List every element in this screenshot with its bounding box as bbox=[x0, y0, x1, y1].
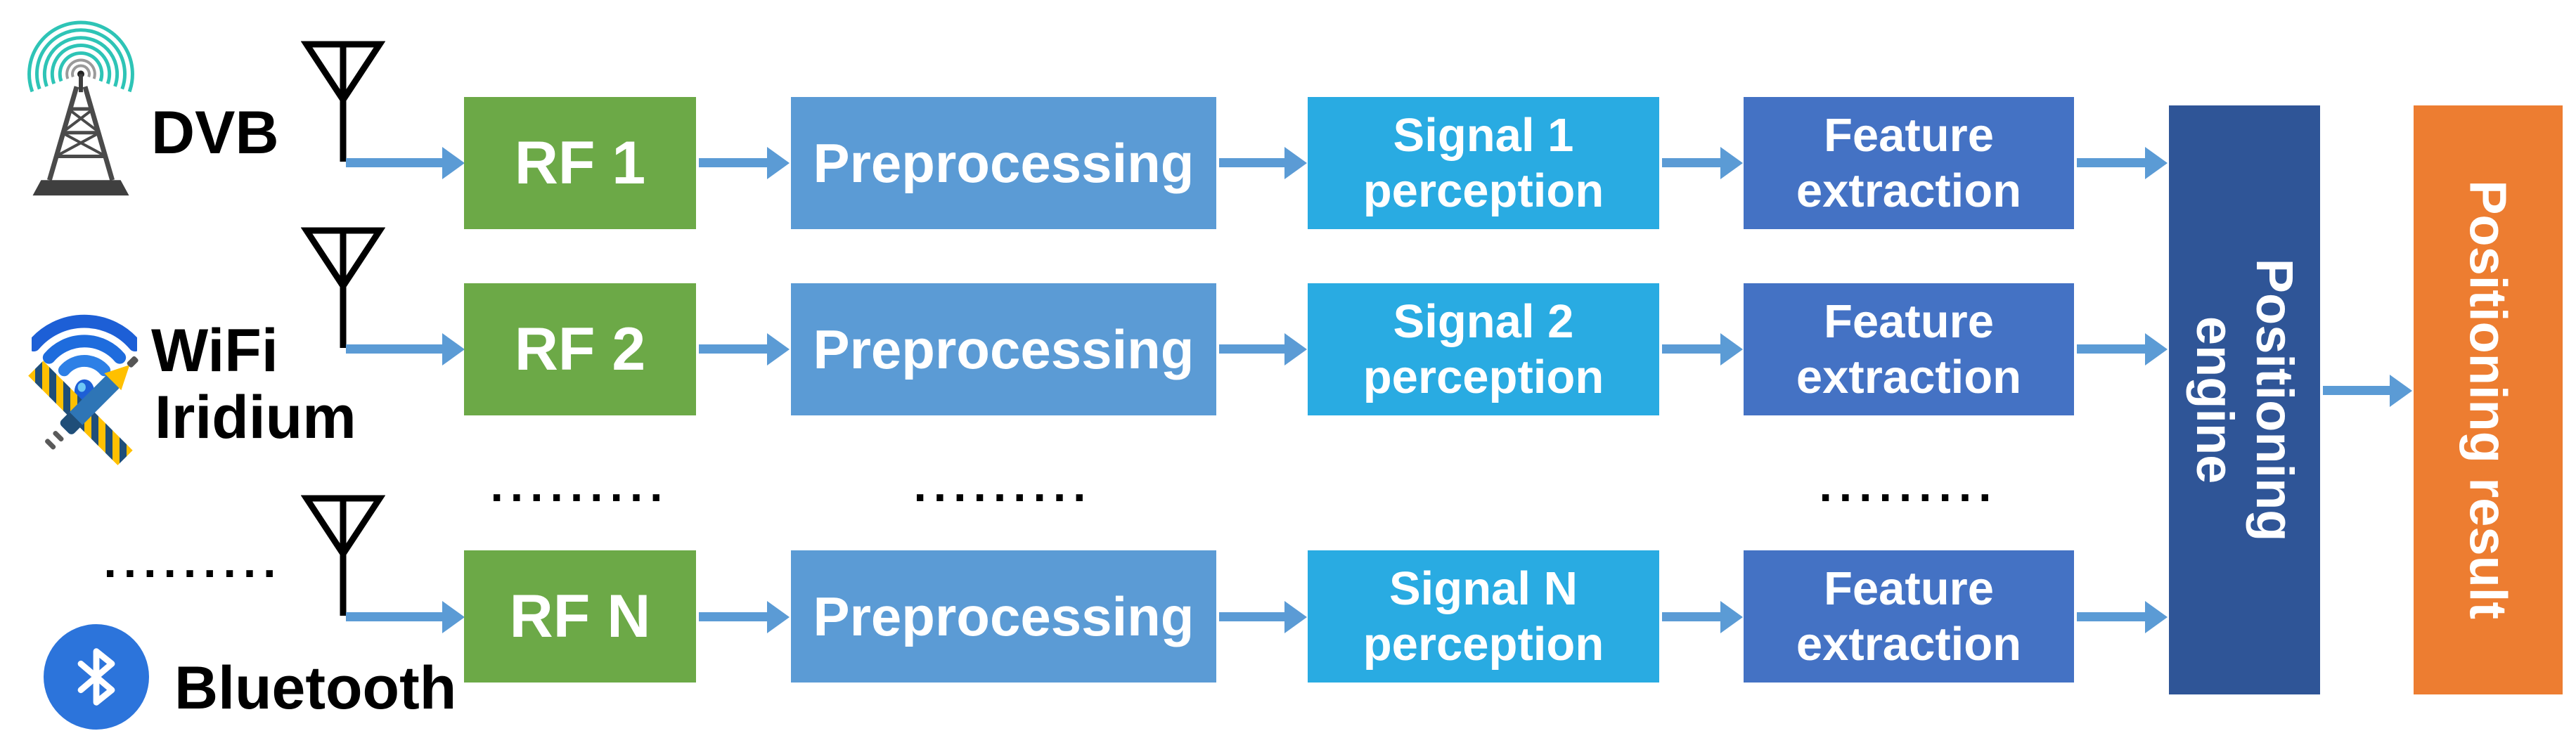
signal-perception-1-line1: Signal 1 bbox=[1393, 108, 1574, 162]
antenna-icon-3 bbox=[301, 495, 385, 616]
antenna-icon-2 bbox=[301, 227, 385, 348]
signal-perception-1-line2: perception bbox=[1363, 164, 1604, 217]
arrow-feature-to-engine-2 bbox=[2077, 344, 2146, 354]
preprocessing-box-3-label: Preprocessing bbox=[813, 585, 1194, 647]
signal-perception-3-line1: Signal N bbox=[1389, 562, 1578, 615]
positioning-engine-box: Positioning engine bbox=[2169, 105, 2320, 694]
arrow-antenna-to-rf-1 bbox=[346, 158, 443, 167]
wifi-label: WiFi bbox=[151, 317, 278, 384]
signal-perception-box-3: Signal N perception bbox=[1308, 550, 1659, 683]
satellite-exhaust bbox=[52, 429, 65, 443]
arrow-preprocessing-to-perception-1 bbox=[1219, 158, 1285, 167]
positioning-result-box: Positioning result bbox=[2414, 105, 2563, 694]
arrow-preprocessing-to-perception-2 bbox=[1219, 344, 1285, 354]
broadcast-tower-icon bbox=[27, 20, 134, 196]
iridium-label: Iridium bbox=[155, 384, 356, 451]
bluetooth-icon bbox=[44, 624, 149, 730]
signal-perception-box-2: Signal 2 perception bbox=[1308, 283, 1659, 415]
positioning-engine-line1: Positioning bbox=[2245, 258, 2304, 542]
feature-extraction-3-line1: Feature bbox=[1823, 562, 1995, 615]
feature-extraction-box-3-label: Feature extraction bbox=[1796, 561, 2021, 672]
rf-box-2: RF 2 bbox=[464, 283, 696, 415]
positioning-result-label: Positioning result bbox=[2459, 180, 2518, 620]
rf-box-1: RF 1 bbox=[464, 97, 696, 229]
positioning-engine-line2: engine bbox=[2185, 316, 2244, 484]
preprocessing-box-1: Preprocessing bbox=[791, 97, 1216, 229]
feature-extraction-box-3: Feature extraction bbox=[1744, 550, 2074, 683]
rf-box-3: RF N bbox=[464, 550, 696, 683]
ellipsis-feature-column: ......... bbox=[1819, 459, 1999, 511]
sources-ellipsis: ......... bbox=[103, 535, 283, 587]
signal-perception-3-line2: perception bbox=[1363, 618, 1604, 671]
feature-extraction-box-2-label: Feature extraction bbox=[1796, 294, 2021, 405]
preprocessing-box-1-label: Preprocessing bbox=[813, 131, 1194, 194]
preprocessing-box-3: Preprocessing bbox=[791, 550, 1216, 683]
signal-perception-2-line1: Signal 2 bbox=[1393, 295, 1574, 348]
arrow-engine-to-result bbox=[2323, 386, 2390, 395]
arrow-antenna-to-rf-3 bbox=[346, 612, 443, 621]
bluetooth-label: Bluetooth bbox=[174, 654, 457, 722]
antenna-icon-1 bbox=[301, 41, 385, 162]
signal-perception-box-1-label: Signal 1 perception bbox=[1363, 108, 1604, 219]
feature-extraction-box-2: Feature extraction bbox=[1744, 283, 2074, 415]
signal-perception-2-line2: perception bbox=[1363, 351, 1604, 403]
iridium-satellite-icon bbox=[14, 332, 153, 490]
arrow-feature-to-engine-3 bbox=[2077, 612, 2146, 621]
arrow-rf-to-preprocessing-1 bbox=[699, 158, 768, 167]
arrow-perception-to-feature-1 bbox=[1662, 158, 1721, 167]
positioning-engine-label: Positioning engine bbox=[2184, 105, 2304, 694]
satellite-exhaust bbox=[44, 438, 57, 451]
arrow-rf-to-preprocessing-2 bbox=[699, 344, 768, 354]
arrow-preprocessing-to-perception-3 bbox=[1219, 612, 1285, 621]
arrow-feature-to-engine-1 bbox=[2077, 158, 2146, 167]
ellipsis-rf-column: ......... bbox=[490, 459, 670, 511]
rf-box-2-label: RF 2 bbox=[514, 315, 646, 383]
arrow-perception-to-feature-2 bbox=[1662, 344, 1721, 354]
arrow-rf-to-preprocessing-3 bbox=[699, 612, 768, 621]
feature-extraction-1-line2: extraction bbox=[1796, 164, 2022, 217]
feature-extraction-box-1: Feature extraction bbox=[1744, 97, 2074, 229]
dvb-label: DVB bbox=[151, 99, 279, 167]
feature-extraction-2-line1: Feature bbox=[1823, 295, 1995, 348]
rf-box-1-label: RF 1 bbox=[514, 129, 646, 197]
feature-extraction-box-1-label: Feature extraction bbox=[1796, 108, 2021, 219]
bluetooth-rune bbox=[77, 648, 115, 706]
feature-extraction-1-line1: Feature bbox=[1823, 108, 1995, 162]
rf-box-3-label: RF N bbox=[509, 582, 651, 650]
feature-extraction-3-line2: extraction bbox=[1796, 618, 2022, 671]
arrow-perception-to-feature-3 bbox=[1662, 612, 1721, 621]
signal-perception-box-3-label: Signal N perception bbox=[1363, 561, 1604, 672]
arrow-antenna-to-rf-2 bbox=[346, 344, 443, 354]
feature-extraction-2-line2: extraction bbox=[1796, 351, 2022, 403]
preprocessing-box-2-label: Preprocessing bbox=[813, 318, 1194, 380]
signal-perception-box-1: Signal 1 perception bbox=[1308, 97, 1659, 229]
ellipsis-preprocessing-column: ......... bbox=[913, 459, 1093, 511]
signal-perception-box-2-label: Signal 2 perception bbox=[1363, 294, 1604, 405]
preprocessing-box-2: Preprocessing bbox=[791, 283, 1216, 415]
